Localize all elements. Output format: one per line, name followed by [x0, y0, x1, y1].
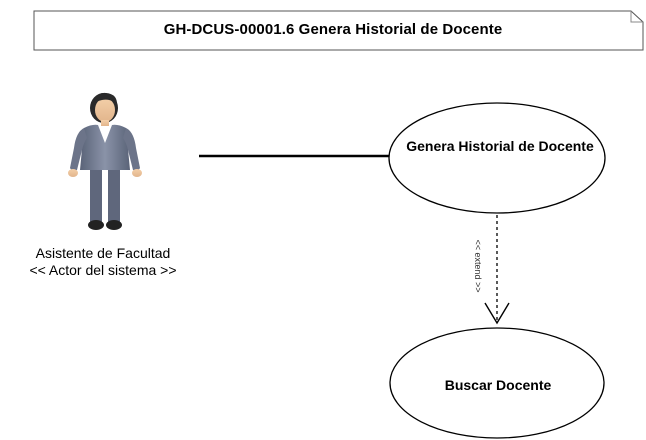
use-case-genera-historial-ellipse[interactable] — [388, 102, 606, 214]
extend-relationship-label: << extend >> — [473, 239, 483, 293]
use-case-buscar-docente-ellipse[interactable] — [389, 327, 605, 439]
use-case-buscar-docente-label: Buscar Docente — [444, 377, 552, 393]
diagram-title-box: GH-DCUS-00001.6 Genera Historial de Doce… — [33, 10, 644, 51]
diagram-title: GH-DCUS-00001.6 Genera Historial de Doce… — [163, 21, 503, 38]
actor-stereotype: << Actor del sistema >> — [29, 262, 177, 278]
use-case-genera-historial-label: Genera Historial de Docente — [406, 138, 594, 154]
actor-label: Asistente de Facultad << Actor del siste… — [0, 245, 206, 279]
actor-name: Asistente de Facultad — [35, 245, 171, 261]
extend-arrowhead — [484, 302, 510, 325]
businesswoman-actor-icon — [68, 92, 142, 230]
title-frame — [33, 10, 644, 51]
